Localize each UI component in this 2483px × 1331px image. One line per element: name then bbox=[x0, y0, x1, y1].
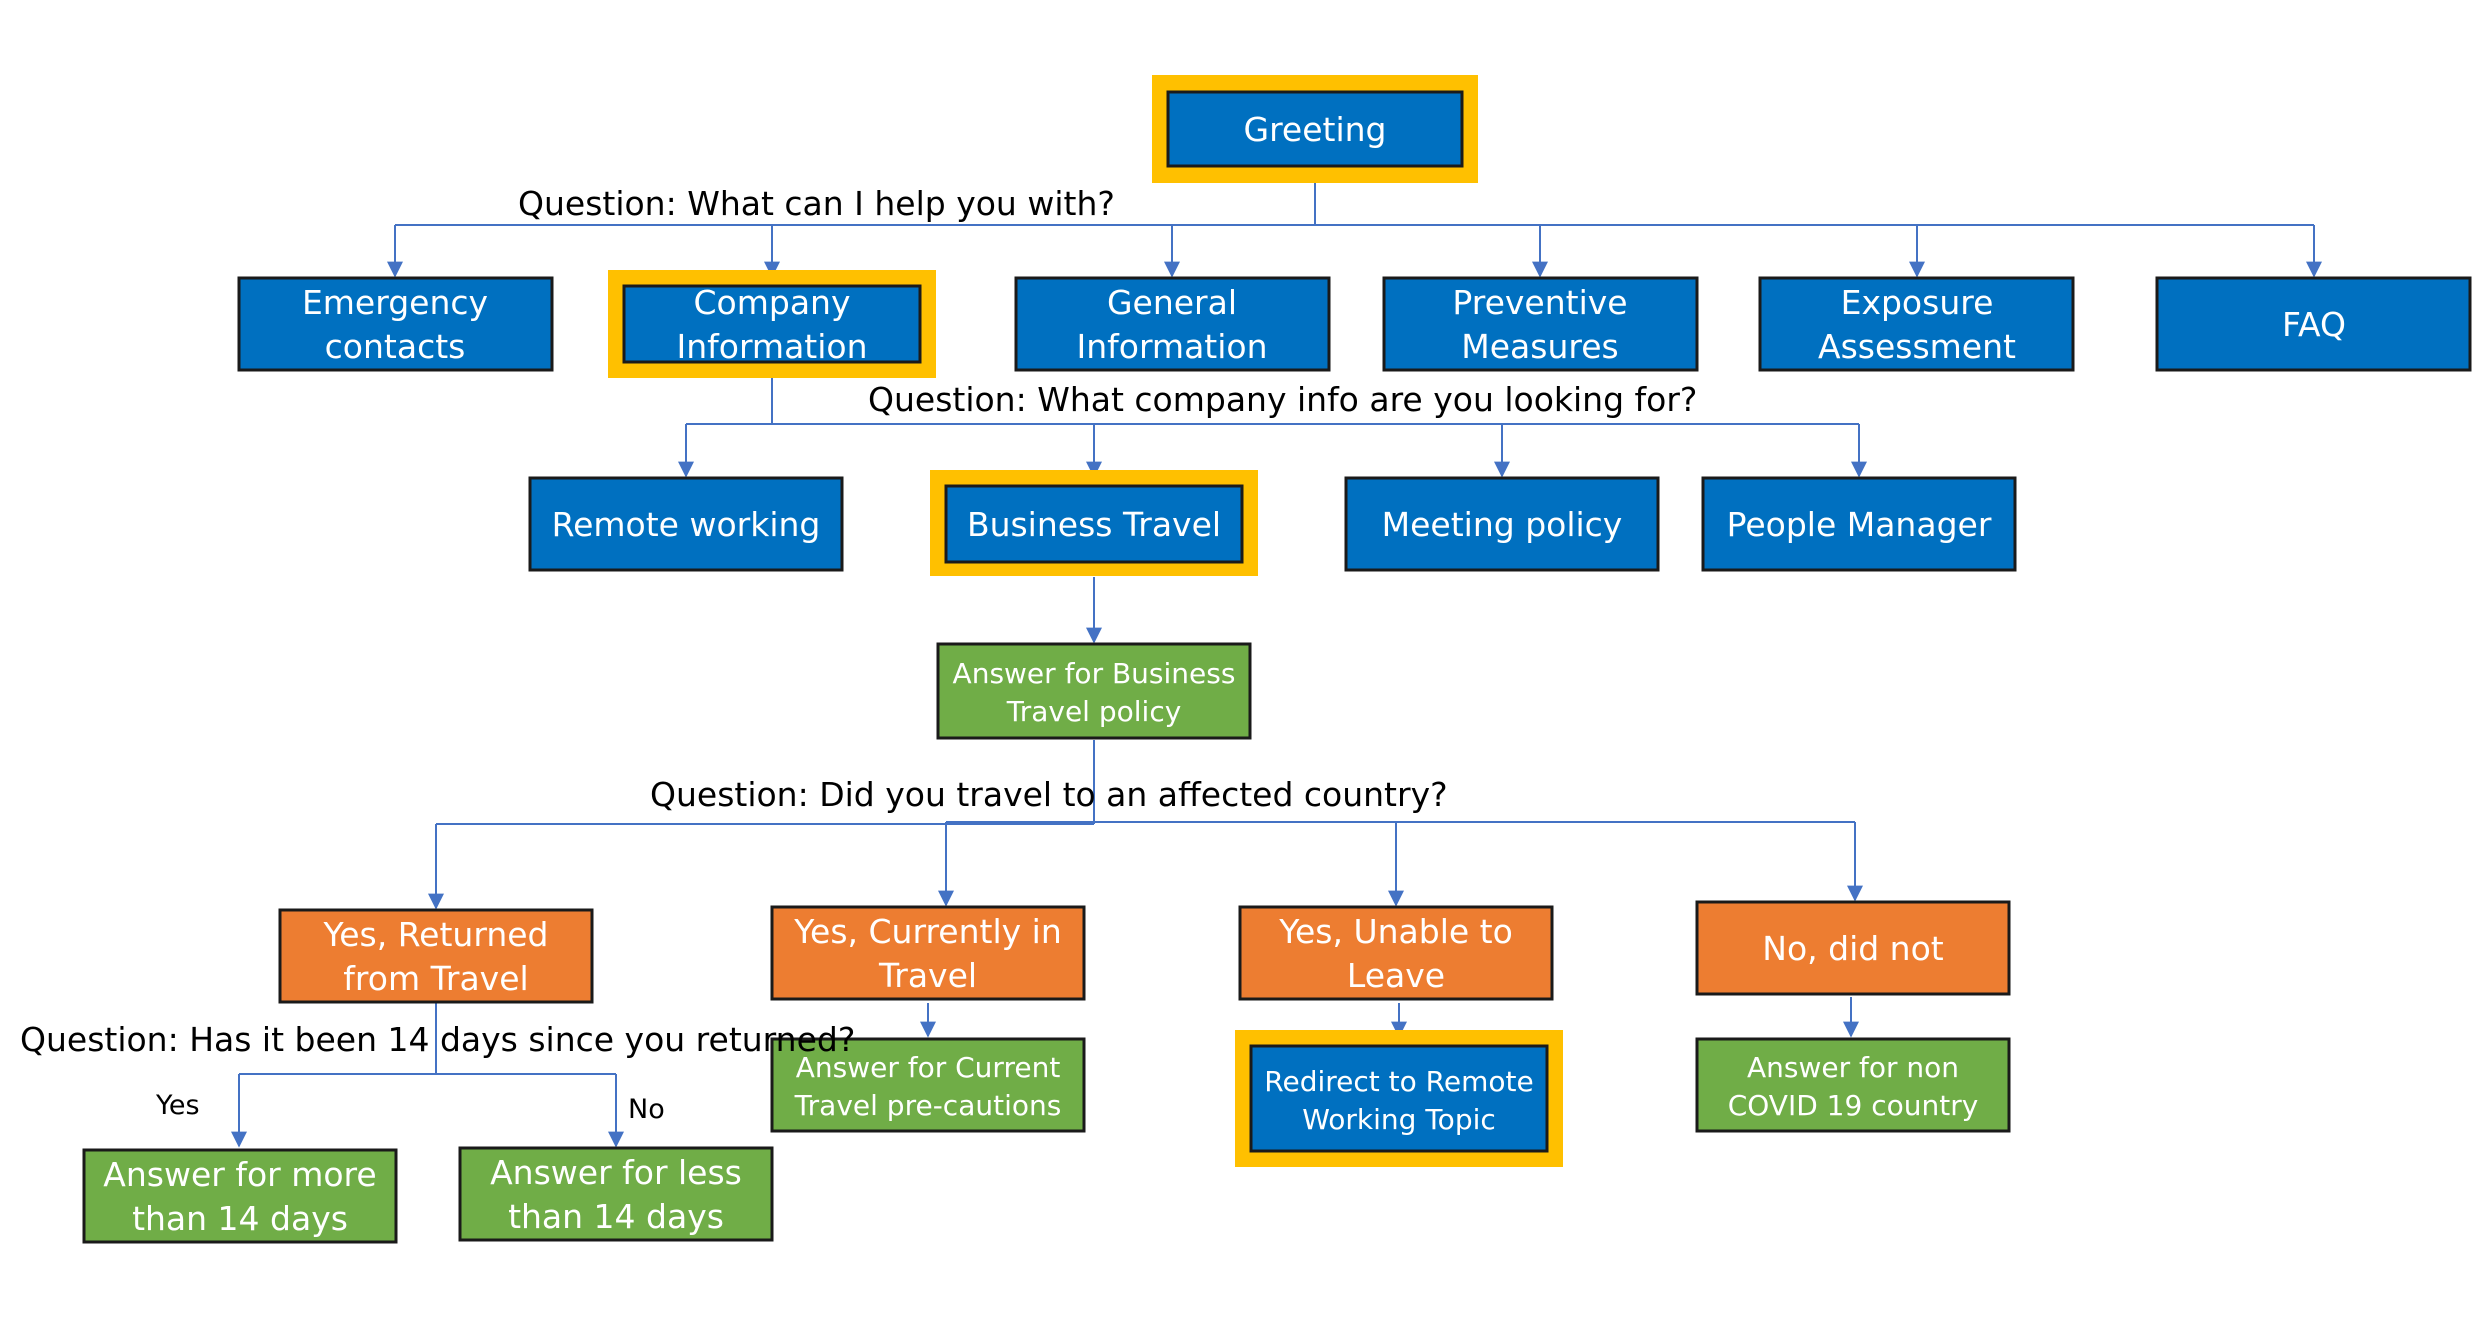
svg-text:than 14 days: than 14 days bbox=[132, 1199, 348, 1238]
svg-text:Travel pre-cautions: Travel pre-cautions bbox=[794, 1089, 1062, 1122]
node-general-information: General Information bbox=[1014, 276, 1331, 372]
question-affected-country: Question: Did you travel to an affected … bbox=[650, 775, 1448, 814]
svg-text:than 14 days: than 14 days bbox=[508, 1197, 724, 1236]
node-no-did-not: No, did not bbox=[1695, 900, 2011, 996]
svg-text:No, did not: No, did not bbox=[1762, 929, 1944, 968]
svg-text:General: General bbox=[1107, 283, 1237, 322]
node-yes-returned-from-travel: Yes, Returned from Travel bbox=[278, 908, 594, 1004]
node-exposure-assessment: Exposure Assessment bbox=[1758, 276, 2075, 372]
svg-text:FAQ: FAQ bbox=[2282, 305, 2346, 344]
svg-text:Answer for less: Answer for less bbox=[490, 1153, 742, 1192]
svg-text:Greeting: Greeting bbox=[1244, 110, 1387, 149]
svg-text:Answer for more: Answer for more bbox=[103, 1155, 376, 1194]
svg-text:Business Travel: Business Travel bbox=[967, 505, 1221, 544]
svg-text:contacts: contacts bbox=[325, 327, 466, 366]
node-answer-business-travel-policy: Answer for Business Travel policy bbox=[936, 642, 1252, 740]
question-what-can-i-help: Question: What can I help you with? bbox=[518, 184, 1115, 223]
node-company-information: Company Information bbox=[622, 283, 922, 366]
svg-text:Yes, Unable to: Yes, Unable to bbox=[1278, 912, 1513, 951]
svg-text:Yes, Returned: Yes, Returned bbox=[322, 915, 548, 954]
node-emergency-contacts: Emergency contacts bbox=[237, 276, 554, 372]
node-business-travel: Business Travel bbox=[944, 484, 1244, 564]
svg-text:Exposure: Exposure bbox=[1841, 283, 1994, 322]
svg-text:Information: Information bbox=[676, 327, 867, 366]
svg-text:Information: Information bbox=[1076, 327, 1267, 366]
svg-text:Assessment: Assessment bbox=[1818, 327, 2016, 366]
svg-text:Answer for Business: Answer for Business bbox=[953, 657, 1236, 690]
node-remote-working: Remote working bbox=[528, 476, 844, 572]
svg-text:Answer for non: Answer for non bbox=[1747, 1051, 1959, 1084]
node-meeting-policy: Meeting policy bbox=[1344, 476, 1660, 572]
svg-text:COVID 19 country: COVID 19 country bbox=[1728, 1089, 1979, 1122]
svg-text:Travel: Travel bbox=[878, 956, 977, 995]
node-preventive-measures: Preventive Measures bbox=[1382, 276, 1699, 372]
svg-text:Meeting policy: Meeting policy bbox=[1382, 505, 1623, 544]
svg-text:Preventive: Preventive bbox=[1452, 283, 1627, 322]
node-redirect-remote-working-topic: Redirect to Remote Working Topic bbox=[1249, 1044, 1549, 1153]
node-answer-more-than-14-days: Answer for more than 14 days bbox=[82, 1148, 398, 1244]
svg-text:Company: Company bbox=[694, 283, 851, 322]
node-answer-less-than-14-days: Answer for less than 14 days bbox=[458, 1146, 774, 1242]
svg-text:Redirect to Remote: Redirect to Remote bbox=[1264, 1065, 1533, 1098]
node-people-manager: People Manager bbox=[1701, 476, 2017, 572]
svg-text:People Manager: People Manager bbox=[1727, 505, 1992, 544]
svg-text:Travel policy: Travel policy bbox=[1006, 695, 1182, 728]
node-answer-current-travel-precautions: Answer for Current Travel pre-cautions bbox=[770, 1037, 1086, 1133]
node-answer-non-covid-country: Answer for non COVID 19 country bbox=[1695, 1037, 2011, 1133]
branch-label-yes: Yes bbox=[155, 1090, 200, 1121]
question-14-days: Question: Has it been 14 days since you … bbox=[20, 1020, 855, 1059]
question-company-info: Question: What company info are you look… bbox=[868, 380, 1697, 419]
svg-text:Measures: Measures bbox=[1461, 327, 1618, 366]
svg-text:Working Topic: Working Topic bbox=[1302, 1103, 1496, 1136]
node-yes-unable-to-leave: Yes, Unable to Leave bbox=[1238, 905, 1554, 1001]
highlight-frames bbox=[608, 75, 1563, 1167]
node-faq: FAQ bbox=[2155, 276, 2472, 372]
node-yes-currently-in-travel: Yes, Currently in Travel bbox=[770, 905, 1086, 1001]
node-greeting: Greeting bbox=[1166, 90, 1464, 168]
branch-label-no: No bbox=[628, 1094, 665, 1125]
svg-text:Answer for Current: Answer for Current bbox=[796, 1051, 1061, 1084]
svg-text:from Travel: from Travel bbox=[343, 959, 528, 998]
svg-text:Remote working: Remote working bbox=[552, 505, 821, 544]
svg-text:Yes, Currently in: Yes, Currently in bbox=[793, 912, 1061, 951]
svg-text:Leave: Leave bbox=[1347, 956, 1445, 995]
connectors bbox=[231, 180, 2322, 1148]
svg-text:Emergency: Emergency bbox=[302, 283, 488, 322]
